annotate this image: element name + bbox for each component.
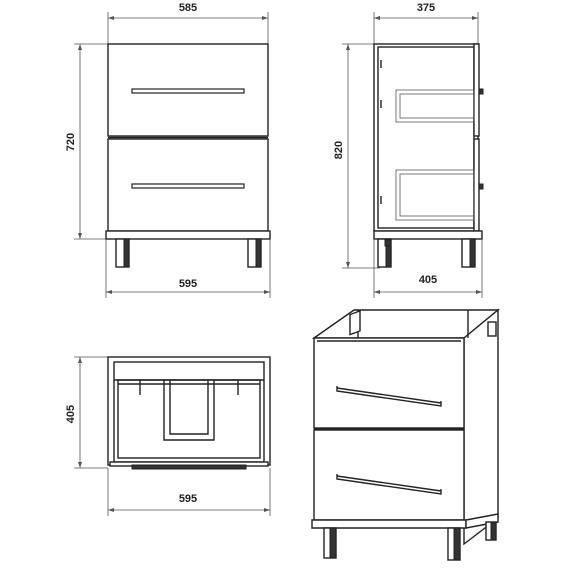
front-height-dimension: 720: [65, 43, 108, 240]
side-top-dimension: 375: [373, 2, 479, 44]
front-view: 585 720 595: [65, 2, 271, 298]
side-body: [373, 43, 479, 232]
front-handle-lower: [131, 183, 245, 189]
plan-width-dimension: 595: [107, 468, 271, 516]
front-top-dimension: 585: [107, 2, 269, 44]
side-depth-bottom-label: 405: [419, 274, 437, 286]
iso-plinth: [311, 519, 467, 529]
side-height-label: 820: [333, 141, 345, 159]
plan-depth-dimension: 405: [65, 356, 108, 469]
plan-depth-label: 405: [65, 405, 77, 423]
plan-outline: [107, 356, 271, 466]
iso-drawer-lower: [313, 429, 465, 521]
iso-side-panel: [463, 308, 499, 546]
iso-drawer-upper: [313, 337, 465, 429]
side-view: 375 820: [333, 2, 484, 298]
isometric-view: [311, 308, 500, 561]
plan-view: 405 595: [65, 356, 271, 516]
side-plinth: [373, 230, 483, 240]
side-height-dimension: 820: [333, 43, 380, 269]
front-handle-upper: [131, 88, 245, 94]
front-width-top-label: 585: [179, 2, 197, 14]
side-bottom-dimension: 405: [373, 239, 483, 298]
front-width-bottom-label: 595: [179, 278, 197, 290]
plan-width-label: 595: [179, 493, 197, 505]
front-height-label: 720: [65, 133, 77, 151]
front-bottom-dimension: 595: [105, 239, 271, 298]
front-plinth: [105, 230, 271, 240]
side-depth-top-label: 375: [417, 2, 435, 14]
